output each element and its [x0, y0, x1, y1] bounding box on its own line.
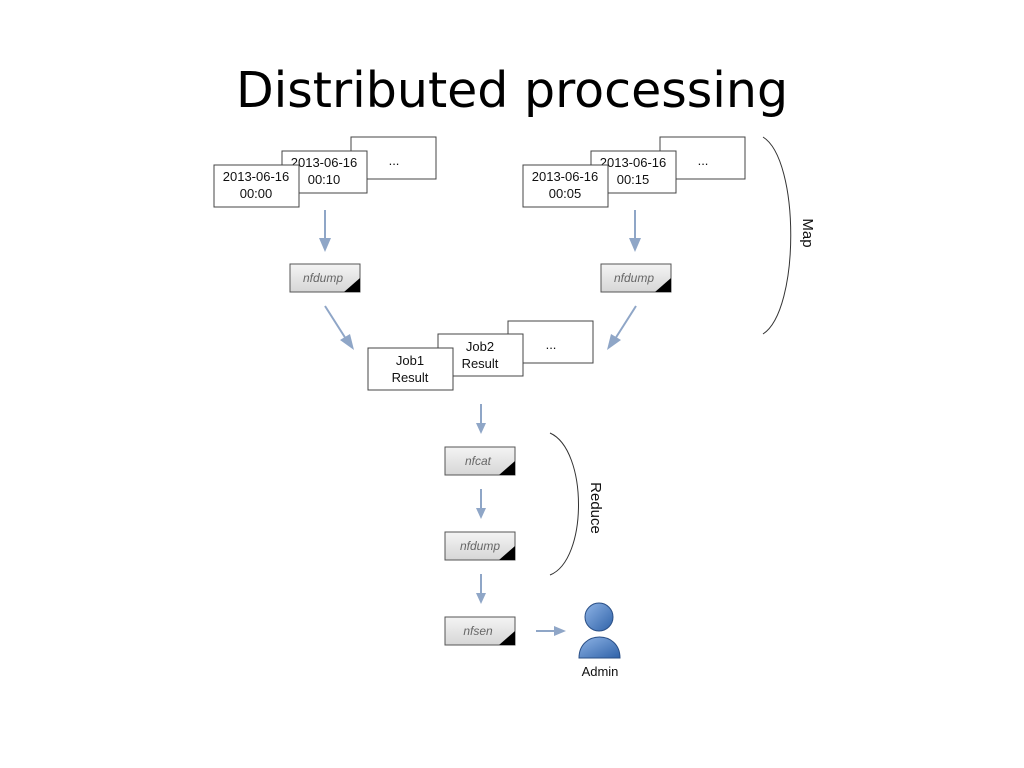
left-file-1-date: 2013-06-16 — [223, 169, 290, 184]
slide-title: Distributed processing — [235, 62, 789, 119]
job-results: ... Job2 Result Job1 Result — [367, 320, 594, 391]
right-file-2-time: 00:15 — [617, 172, 650, 187]
nfsen-tool: nfsen — [444, 616, 516, 646]
job1-result-line1: Job1 — [396, 353, 424, 368]
left-file-1-time: 00:00 — [240, 186, 273, 201]
left-file-2-time: 00:10 — [308, 172, 341, 187]
arrow-nfdump-to-nfsen — [476, 574, 486, 604]
admin-label: Admin — [582, 664, 619, 679]
job2-result-line2: Result — [462, 356, 499, 371]
arrow-results-to-nfcat — [476, 404, 486, 434]
left-input-files: ... 2013-06-16 00:10 2013-06-16 00:00 — [213, 136, 437, 208]
arrow-left-nfdump-to-results — [324, 305, 354, 350]
right-file-1 — [522, 164, 609, 208]
nfcat-label: nfcat — [465, 454, 492, 468]
left-nfdump-label: nfdump — [303, 271, 343, 285]
reduce-brace — [549, 432, 579, 576]
arrow-nfsen-to-admin — [536, 626, 566, 636]
left-nfdump-tool: nfdump — [289, 263, 361, 293]
reduce-label: Reduce — [587, 482, 604, 534]
right-file-more-label: ... — [698, 153, 709, 168]
map-label: Map — [799, 218, 816, 247]
right-file-2-date: 2013-06-16 — [600, 155, 667, 170]
right-file-1-time: 00:05 — [549, 186, 582, 201]
job-result-more-label: ... — [546, 337, 557, 352]
nfcat-tool: nfcat — [444, 446, 516, 476]
job2-result-line1: Job2 — [466, 339, 494, 354]
arrow-right-files-to-nfdump — [629, 210, 641, 252]
right-input-files: ... 2013-06-16 00:15 2013-06-16 00:05 — [522, 136, 746, 208]
left-file-1 — [213, 164, 300, 208]
arrow-nfcat-to-nfdump — [476, 489, 486, 519]
reduce-nfdump-tool: nfdump — [444, 531, 516, 561]
map-brace — [762, 136, 792, 335]
right-nfdump-label: nfdump — [614, 271, 654, 285]
left-file-2-date: 2013-06-16 — [291, 155, 358, 170]
job1-result-line2: Result — [392, 370, 429, 385]
nfsen-label: nfsen — [463, 624, 493, 638]
arrow-left-files-to-nfdump — [319, 210, 331, 252]
arrow-right-nfdump-to-results — [607, 305, 637, 350]
reduce-nfdump-label: nfdump — [460, 539, 500, 553]
right-nfdump-tool: nfdump — [600, 263, 672, 293]
left-file-more-label: ... — [389, 153, 400, 168]
right-file-1-date: 2013-06-16 — [532, 169, 599, 184]
job1-result — [367, 347, 454, 391]
admin-person-icon — [578, 602, 621, 659]
